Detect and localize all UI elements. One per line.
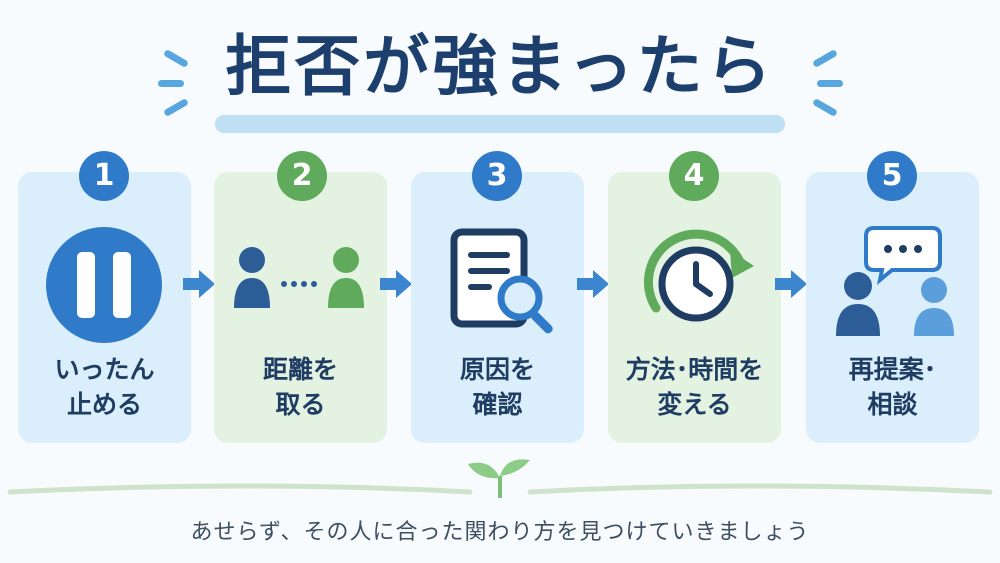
people-chat-icon — [836, 226, 954, 336]
document-search-icon — [450, 228, 553, 334]
step-number-badge-4: 4 — [669, 151, 719, 201]
sparkle-icon — [158, 80, 184, 87]
title-area: 拒否が強まったら — [0, 0, 1000, 150]
step-card-5 — [806, 172, 979, 443]
step-number-badge-1: 1 — [79, 151, 129, 201]
arrow-right-icon — [183, 270, 215, 298]
footer-message: あせらず、その人に合った関わり方を見つけていきましょう — [190, 520, 810, 545]
step-label-1: いったん 止める — [54, 355, 155, 419]
step-label-4: 方法･時間を 変える — [625, 355, 764, 419]
step-number-badge-5: 5 — [867, 151, 917, 201]
clock-cycle-icon — [643, 229, 754, 322]
sparkle-icon — [817, 80, 843, 87]
step-label-3: 原因を 確認 — [459, 355, 535, 419]
arrow-right-icon — [775, 270, 807, 298]
arrow-right-icon — [380, 270, 412, 298]
footer-divider — [7, 459, 993, 498]
step-label-5: 再提案･ 相談 — [848, 355, 937, 419]
step-label-2: 距離を 取る — [262, 355, 338, 419]
page-title: 拒否が強まったら — [225, 28, 775, 105]
step-number-badge-3: 3 — [472, 151, 522, 201]
sprout-icon — [468, 459, 530, 498]
step-number-badge-2: 2 — [277, 151, 327, 201]
pause-icon — [46, 227, 162, 343]
arrow-right-icon — [577, 270, 609, 298]
title-underline — [215, 115, 785, 133]
people-distance-icon — [234, 247, 364, 308]
